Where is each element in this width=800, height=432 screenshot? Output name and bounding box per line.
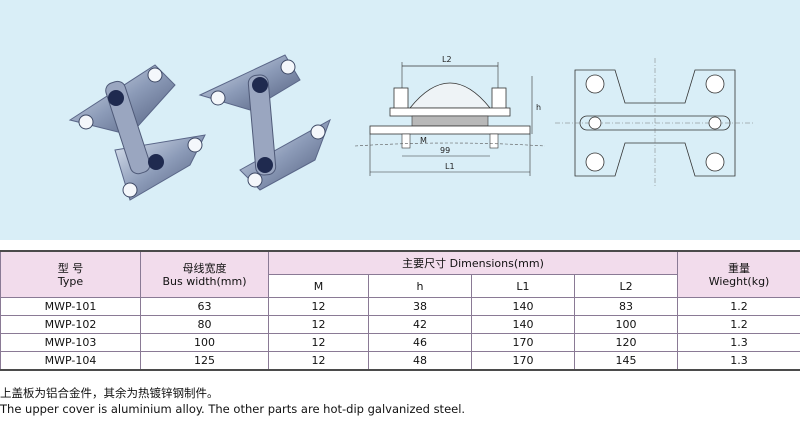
product-photo	[68, 54, 331, 201]
table-row: MWP-104 125 12 48 170 145 1.3	[0, 351, 800, 371]
cell-m: 12	[268, 351, 369, 371]
table-row: MWP-101 63 12 38 140 83 1.2	[0, 297, 800, 316]
right-clamp-image	[198, 54, 331, 191]
cell-h: 46	[368, 333, 472, 352]
cell-l1: 140	[471, 297, 575, 316]
cell-type: MWP-101	[0, 297, 141, 316]
cell-type: MWP-103	[0, 333, 141, 352]
header-bus-cn: 母线宽度	[182, 261, 227, 275]
header-bus-width: 母线宽度 Bus width(mm)	[140, 250, 269, 298]
cell-l1: 170	[471, 351, 575, 371]
cell-weight: 1.2	[677, 315, 800, 334]
header-bus-en: Bus width(mm)	[162, 274, 247, 288]
table-row: MWP-103 100 12 46 170 120 1.3	[0, 333, 800, 352]
cell-l2: 100	[573, 315, 679, 334]
specifications-table: 型 号 Type 母线宽度 Bus width(mm) 主要尺寸 Dimensi…	[0, 250, 800, 371]
cell-h: 42	[368, 315, 472, 334]
dim-label-99: 99	[440, 146, 450, 155]
header-weight: 重量 Wieght(kg)	[677, 250, 800, 298]
subheader-m: M	[268, 274, 369, 298]
cell-type: MWP-104	[0, 351, 141, 371]
dim-label-L1: L1	[445, 162, 455, 171]
dim-label-m-left: M	[420, 136, 427, 145]
table-row: MWP-102 80 12 42 140 100 1.2	[0, 315, 800, 334]
cell-l2: 120	[573, 333, 679, 352]
subheader-l1: L1	[471, 274, 575, 298]
top-view-drawing	[555, 58, 755, 188]
cell-m: 12	[268, 315, 369, 334]
subheader-h: h	[368, 274, 472, 298]
cell-weight: 1.3	[677, 333, 800, 352]
cell-bus-width: 100	[140, 333, 269, 352]
cell-m: 12	[268, 297, 369, 316]
material-note-chinese: 上盖板为铝合金件，其余为热镀锌钢制件。	[0, 386, 219, 400]
cell-l2: 145	[573, 351, 679, 371]
header-dimensions: 主要尺寸 Dimensions(mm)	[267, 250, 679, 275]
header-weight-en: Wieght(kg)	[708, 274, 770, 288]
dim-label-L2: L2	[442, 55, 452, 64]
dim-label-h: h	[536, 103, 541, 112]
cell-weight: 1.3	[677, 351, 800, 371]
subheader-l2: L2	[573, 274, 679, 298]
cell-l1: 140	[471, 315, 575, 334]
product-banner: L2 h M M 99 L1	[0, 0, 800, 240]
cell-bus-width: 80	[140, 315, 269, 334]
cell-h: 38	[368, 297, 472, 316]
header-weight-cn: 重量	[728, 261, 751, 275]
cell-bus-width: 125	[140, 351, 269, 371]
header-type-cn: 型 号	[57, 261, 84, 275]
cell-l1: 170	[471, 333, 575, 352]
left-clamp-image	[68, 64, 206, 201]
cell-l2: 83	[573, 297, 679, 316]
header-type-en: Type	[57, 274, 84, 288]
header-type: 型 号 Type	[0, 250, 141, 298]
cell-weight: 1.2	[677, 297, 800, 316]
side-view-drawing: L2 h M M 99 L1	[354, 55, 546, 176]
cell-type: MWP-102	[0, 315, 141, 334]
material-note-english: The upper cover is aluminium alloy. The …	[0, 402, 466, 416]
cell-m: 12	[268, 333, 369, 352]
cell-h: 48	[368, 351, 472, 371]
cell-bus-width: 63	[140, 297, 269, 316]
